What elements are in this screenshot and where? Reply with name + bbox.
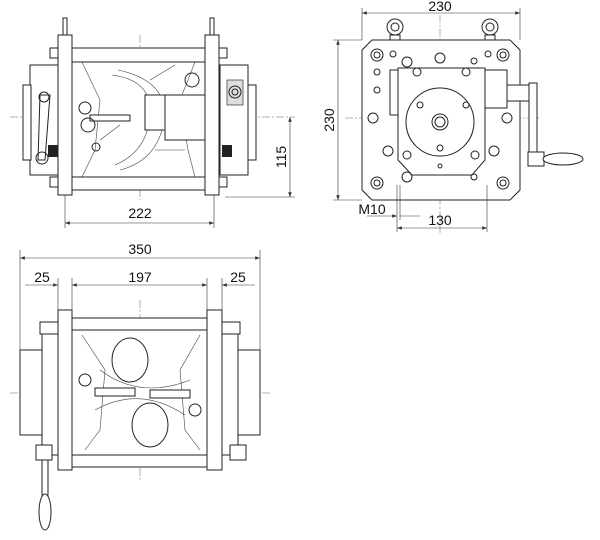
dim-left-label: 25 — [34, 269, 50, 285]
top-view: 350 25 197 25 — [10, 241, 270, 531]
dim-height-label: 230 — [321, 108, 337, 132]
dim-right-label: 25 — [230, 269, 246, 285]
dim-hole-spacing-label: 130 — [428, 212, 452, 228]
thread-label: M10 — [358, 201, 385, 217]
dim-overall-label: 350 — [128, 241, 152, 257]
dim-width-label: 222 — [128, 205, 152, 221]
dim-width-label: 230 — [428, 0, 452, 14]
side-view: 230 230 M10 130 — [321, 0, 584, 235]
dim-height-label: 115 — [273, 146, 289, 169]
front-view: 222 115 — [10, 17, 295, 228]
dim-middle-label: 197 — [128, 269, 152, 285]
